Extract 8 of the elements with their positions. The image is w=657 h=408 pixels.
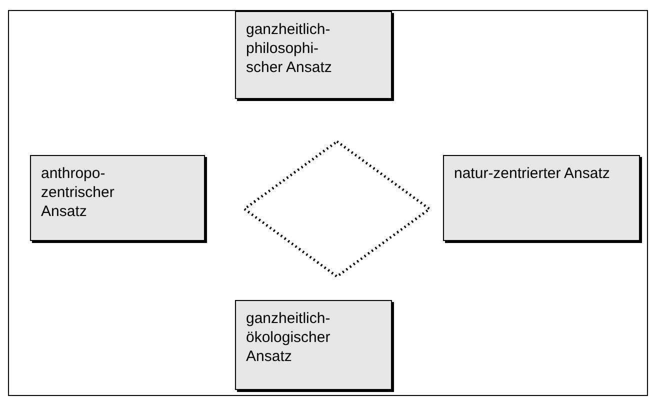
concept-label: natur-zentrierter Ansatz xyxy=(454,164,611,183)
concept-box xyxy=(30,155,205,241)
concept-label: anthropo- zentrischer Ansatz xyxy=(41,164,116,221)
concept-box xyxy=(235,300,392,390)
concept-box xyxy=(443,155,640,241)
concept-label: ganzheitlich- philosophi- scher Ansatz xyxy=(246,20,333,77)
concept-box xyxy=(235,11,392,99)
concept-label: ganzheitlich- ökologischer Ansatz xyxy=(246,309,332,366)
